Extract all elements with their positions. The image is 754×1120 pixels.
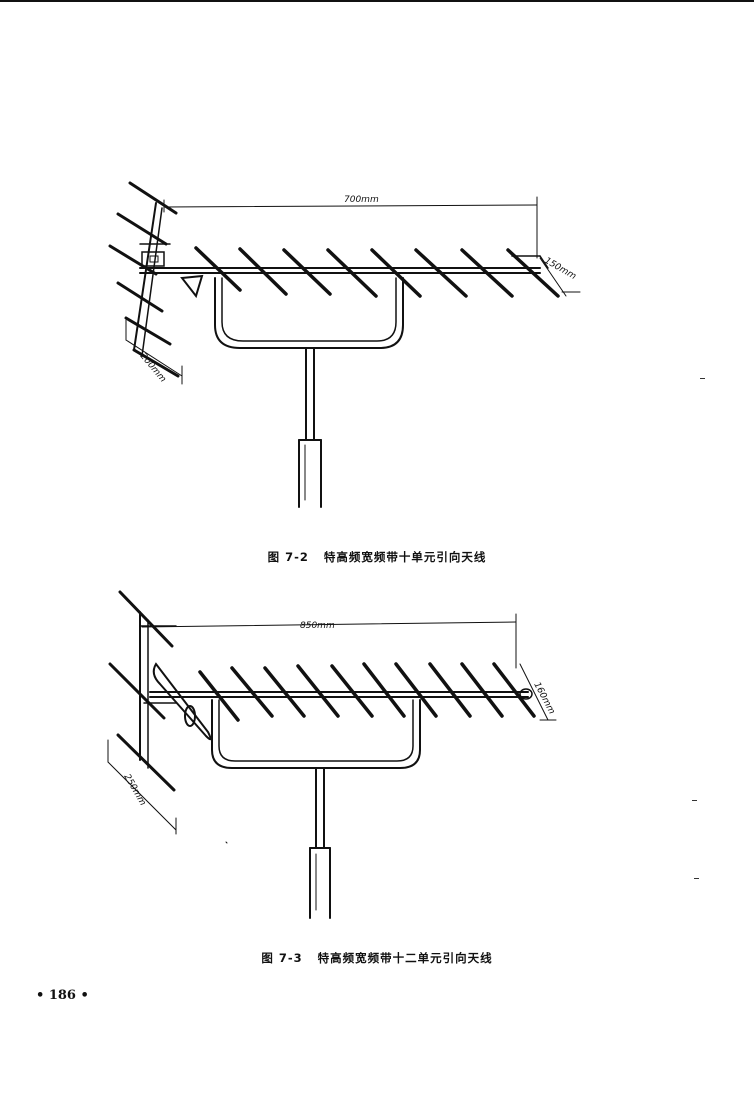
dimension-length-label: 700mm <box>344 195 379 205</box>
scan-speck <box>700 378 705 379</box>
figure-7-3-caption: 图 7-3 特高频宽频带十二单元引向天线 <box>261 951 493 965</box>
page-top-rule <box>0 0 754 2</box>
dimension-length-label: 850mm <box>300 621 335 631</box>
page-number: • 186 • <box>36 988 89 1003</box>
figure-7-3: 850mm 160mm 250mm <box>0 580 754 940</box>
antenna-12-element-drawing: 850mm 160mm 250mm <box>107 590 557 919</box>
dimension-reflector-label: 250mm <box>121 773 147 808</box>
scan-speck <box>692 800 697 801</box>
figure-7-2-caption: 图 7-2 特高频宽频带十单元引向天线 <box>267 550 487 564</box>
scan-speck <box>694 878 699 879</box>
antenna-10-element-drawing: 700mm 150mm 200mm <box>108 181 581 508</box>
figure-7-2: 700mm 150mm 200mm <box>0 150 754 580</box>
